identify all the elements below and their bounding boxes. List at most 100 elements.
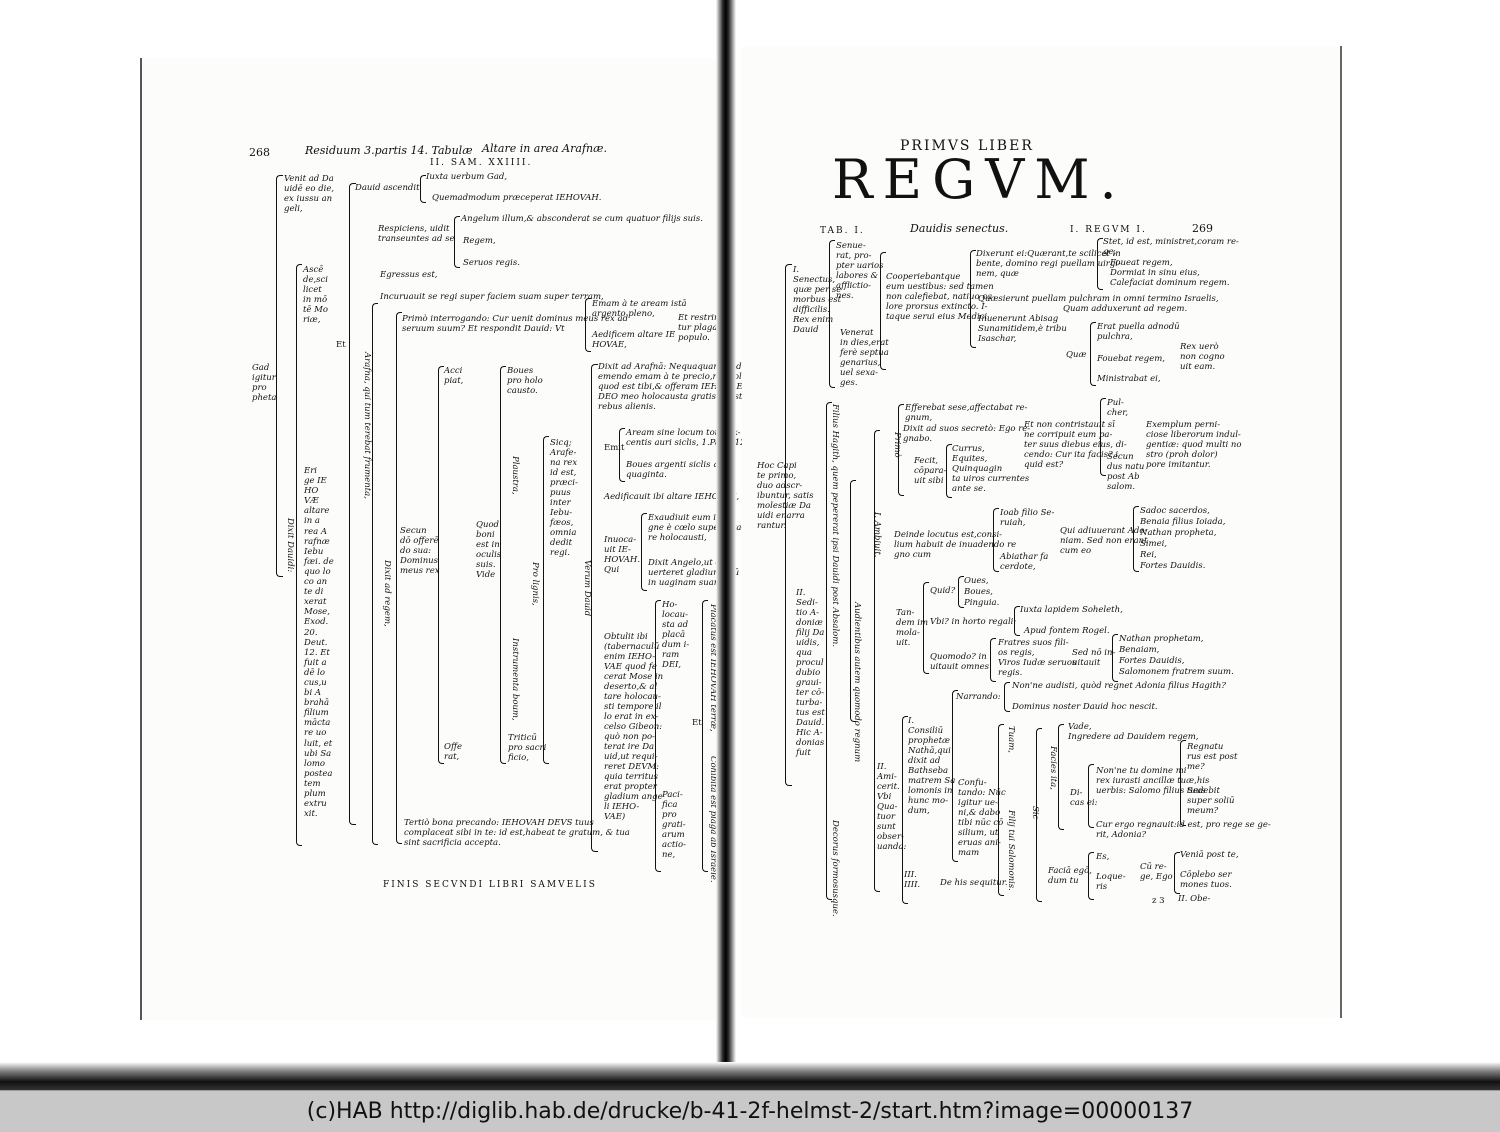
finis-line: FINIS SECVNDI LIBRI SAMVELIS	[383, 880, 597, 890]
bracket-es	[1088, 852, 1094, 900]
loqueris: Loque-ris	[1096, 872, 1126, 892]
cur-ergo: Cur ergo regnauit:id est, pro rege se ge…	[1096, 820, 1271, 840]
nathan-prophetam: Nathan prophetam,	[1119, 634, 1204, 644]
signature-mark: z 3	[1152, 896, 1165, 906]
pro-lignis: Pro lignis,	[530, 562, 540, 606]
regum-title: REGVM.	[832, 148, 1127, 211]
primus-liber: PRIMVS LIBER	[900, 138, 1034, 154]
bracket-currus	[946, 444, 952, 498]
fortes-dauidis: Fortes Dauidis,	[1119, 656, 1185, 666]
bracket-emit	[619, 428, 625, 482]
left-running-title: Altare in area Arafnæ.	[482, 142, 607, 155]
left-page	[140, 58, 722, 1020]
ii-obe: II. Obe-	[1178, 894, 1211, 904]
bracket-senuerat	[829, 240, 835, 388]
bracket-consilium	[952, 690, 958, 862]
quae: Quæ	[1066, 350, 1087, 360]
apud-fontem: Apud fontem Rogel.	[1024, 626, 1110, 636]
tuam: Tuam,	[1006, 726, 1016, 753]
bracket-ascende	[296, 264, 302, 846]
dixit-ad-regem: Dixit ad regem,	[382, 560, 392, 627]
incuruauit: Incuruauit se regi super faciem suam sup…	[380, 292, 604, 302]
de-his: De his sequitur.	[940, 878, 1008, 888]
fratres: Fratres suos fili-os regis,Viros Iudæ se…	[998, 638, 1077, 678]
fouebat: Fouebat regem,	[1097, 354, 1166, 364]
exaudiuit: Exaudiuit eum in i-gne è cœlo super alta…	[648, 513, 745, 543]
quam-adduxerunt: Quam adduxerunt ad regem.	[1063, 304, 1188, 314]
calefaciat: Calefaciat dominum regem.	[1110, 278, 1230, 288]
narrando: Narrando:	[956, 692, 1001, 702]
book-spread: 268 Residuum 3.partis 14. Tabulæ Altare …	[0, 0, 1500, 1090]
vade: Vade,Ingredere ad Dauidem regem,	[1068, 722, 1199, 742]
bracket-ascendit	[420, 175, 426, 203]
quid: Quid?	[930, 586, 956, 596]
aedificauit: Aedificauit ibi altare IEHOVAE,	[604, 492, 740, 502]
bracket-quae	[1090, 322, 1096, 386]
aream: Aream sine locum toti sex-centis auri si…	[626, 428, 749, 448]
bracket-vbi	[1014, 606, 1020, 636]
inuocauit: Inuoca-uit IE-HOVAH.Qui	[604, 535, 641, 575]
emit: Emit	[604, 443, 625, 453]
nathan: Nathan propheta,	[1140, 528, 1217, 538]
bracket-pulcher	[1100, 398, 1106, 476]
iii-iiii: III.IIII.	[904, 870, 921, 890]
salomonem: Salomonem fratrem suum.	[1119, 667, 1234, 677]
filius-hagith: Filius Hagith, quem pepererat ipsi Dauid…	[830, 404, 840, 648]
bracket-dixit-regem	[396, 312, 402, 844]
primo-interrogando: Primò interrogando: Cur uenit dominus me…	[402, 314, 629, 334]
left-subhead: II. SAM. XXIIII.	[430, 158, 533, 168]
faciam: Faciā egō,dum tu	[1048, 866, 1092, 886]
pinguia: Pinguia.	[964, 598, 1000, 608]
bracket-quid	[958, 576, 964, 608]
efferebat: Efferebat sese,affectabat re-gnum,	[905, 403, 1028, 423]
audientibus: Audientibus autem quomodo regnum	[852, 602, 862, 763]
ministrabat: Ministrabat ei,	[1097, 374, 1161, 384]
instrumenta-boum: Instrumenta boum,	[510, 638, 520, 721]
bracket-inuocauit	[641, 513, 647, 591]
boues-argenti: Boues argenti siclis quin-quaginta.	[626, 460, 736, 480]
plaustra: Plaustra,	[510, 456, 520, 495]
dominus-noster: Dominus noster Dauid hoc nescit.	[1012, 702, 1158, 712]
dauid-ascendit: Dauid ascendit	[355, 183, 420, 193]
oues: Oues,	[964, 576, 989, 586]
bracket-tandem	[923, 582, 929, 674]
right-page	[742, 46, 1342, 1018]
bracket-arafna	[372, 303, 378, 845]
bracket-filius	[826, 402, 832, 900]
pulcher: Pul-cher,	[1107, 398, 1129, 418]
bracket-et	[349, 183, 356, 825]
dauidis-senectus: Dauidis senectus.	[910, 222, 1009, 235]
bracket-verum	[591, 364, 598, 852]
ioab: Ioab filio Se-ruiah,	[1000, 508, 1055, 528]
exemplum: Exemplum perni-ciose liberorum indul-gen…	[1146, 420, 1242, 470]
bracket-respiciens	[454, 216, 460, 268]
bracket-cooperiebant	[880, 252, 886, 370]
bracket-nathan-prophetam	[1112, 634, 1118, 682]
benaia: Benaia filius Ioiada,	[1140, 517, 1226, 527]
bracket-ioab	[993, 508, 999, 572]
simei: Simei,	[1140, 539, 1168, 549]
egressus: Egressus est,	[380, 270, 438, 280]
sadoc: Sadoc sacerdos,	[1140, 506, 1210, 516]
facies: Facies ita,	[1048, 746, 1058, 790]
bracket-boues	[500, 366, 506, 764]
